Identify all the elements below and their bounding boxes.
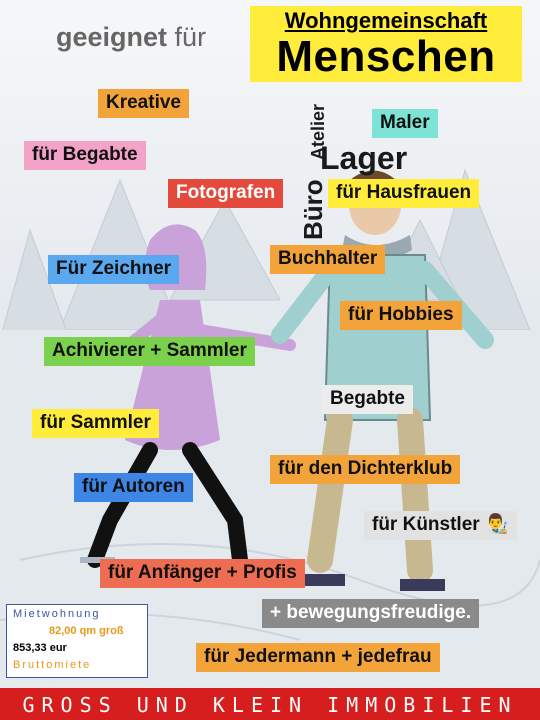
header-prefix-light: für xyxy=(174,22,207,52)
footer-bar: GROSS UND KLEIN IMMOBILIEN xyxy=(0,688,540,720)
word-lager: Lager xyxy=(320,140,408,176)
label-fuer-hobbies: für Hobbies xyxy=(340,301,462,330)
header-prefix: geeignet für xyxy=(56,22,206,53)
rental-info-box: Mietwohnung 82,00 qm groß 853,33 eur Bru… xyxy=(6,604,148,678)
boy-skater-figure xyxy=(271,170,494,591)
label-achivierer-sammler: Achivierer + Sammler xyxy=(44,337,255,366)
label-fuer-anfaenger-profis: für Anfänger + Profis xyxy=(100,559,305,588)
label-fuer-zeichner: Für Zeichner xyxy=(48,255,180,284)
label-fuer-jedermann-jedefrau: für Jedermann + jedefrau xyxy=(196,643,440,672)
rental-size: 82,00 qm groß xyxy=(49,625,124,637)
rental-type: Mietwohnung xyxy=(13,608,101,620)
label-begabte: Begabte xyxy=(322,385,413,414)
footer-company-name: GROSS UND KLEIN IMMOBILIEN xyxy=(22,693,518,717)
rental-price-label: Bruttomiete xyxy=(13,659,92,671)
label-fuer-sammler: für Sammler xyxy=(32,409,159,438)
header-main-word: Menschen xyxy=(276,32,496,81)
label-buchhalter: Buchhalter xyxy=(270,245,386,274)
label-fotografen: Fotografen xyxy=(168,179,284,208)
label-fuer-hausfrauen: für Hausfrauen xyxy=(328,179,480,208)
rental-price: 853,33 eur xyxy=(13,642,67,654)
label-fuer-begabte: für Begabte xyxy=(24,141,146,170)
label-kreative: Kreative xyxy=(98,89,189,118)
label-maler: Maler xyxy=(372,109,438,138)
label-fuer-autoren: für Autoren xyxy=(74,473,193,502)
header-title-box: Wohngemeinschaft Menschen xyxy=(250,6,522,82)
label-fuer-kuenstler: für Künstler 👨‍🎨 xyxy=(364,511,517,540)
header-top-line: Wohngemeinschaft xyxy=(284,8,488,33)
label-fuer-den-dichterklub: für den Dichterklub xyxy=(270,455,461,484)
header-prefix-strong: geeignet xyxy=(56,22,168,52)
label-bewegungsfreudige: + bewegungsfreudige. xyxy=(262,599,480,628)
word-buero: Büro xyxy=(298,179,328,240)
